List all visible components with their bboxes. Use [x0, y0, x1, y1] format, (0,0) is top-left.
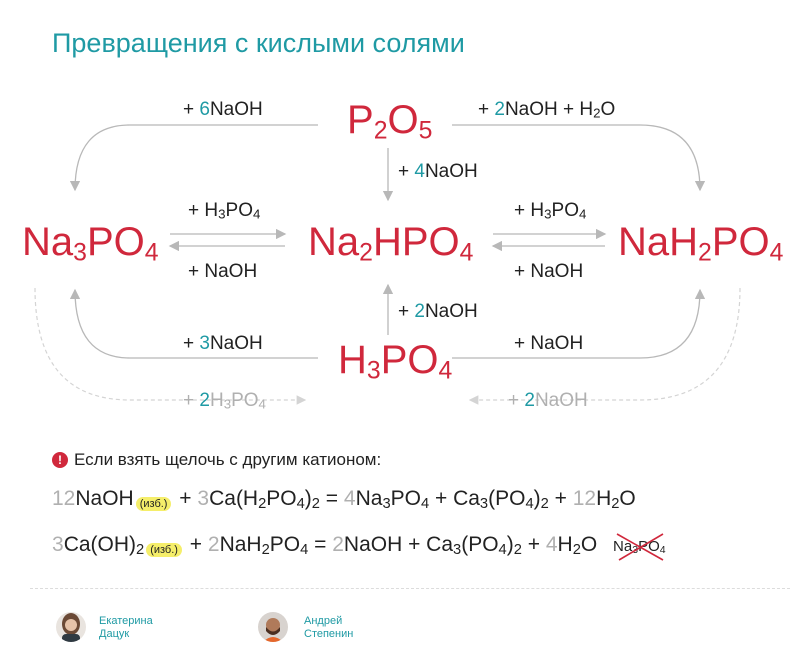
reagent-nah2po4-na3po4: + 2NaOH: [508, 391, 588, 410]
avatar: [258, 612, 288, 642]
coefficient: 2: [199, 390, 210, 411]
arrow-p2o5-nah2po4: [452, 125, 700, 190]
compound-h3po4: H3PO4: [338, 340, 452, 384]
author-first-name: Андрей: [304, 615, 353, 628]
compound-p2o5: P2O5: [347, 100, 432, 144]
subscript: 5: [419, 117, 433, 144]
author-avatar-2: [258, 612, 288, 642]
subscript: 2: [359, 239, 373, 266]
avatar-portrait: [56, 612, 86, 642]
coefficient: 2: [414, 301, 425, 322]
author-1: Екатерина Дацук: [99, 615, 153, 641]
coefficient: 3: [199, 333, 210, 354]
reagent-text: + H: [188, 200, 218, 221]
avatar: [56, 612, 86, 642]
coefficient: 2: [524, 390, 535, 411]
cross-out-mark: [611, 532, 675, 564]
compound-text: PO: [381, 338, 439, 382]
subscript: 4: [253, 207, 260, 222]
reagent-text: NaOH: [210, 99, 263, 120]
subscript: 4: [579, 207, 586, 222]
subscript: 4: [770, 239, 784, 266]
equation-1: 12NaOH(изб.) + 3Ca(H2PO4)2 = 4Na3PO4 + C…: [52, 487, 636, 512]
reagent-h3po4-nah2po4: + NaOH: [514, 334, 583, 353]
arrow-p2o5-na3po4: [75, 125, 318, 190]
compound-text: NaH: [618, 220, 698, 264]
reagent-text: NaOH: [425, 301, 478, 322]
equation-2: 3Ca(OH)2(изб.) + 2NaH2PO4 = 2NaOH + Ca3(…: [52, 533, 666, 558]
reagent-nah2po4-na2hpo4: + NaOH: [514, 262, 583, 281]
compound-text: HPO: [373, 220, 460, 264]
note-text: Если взять щелочь с другим катионом:: [74, 450, 381, 469]
author-avatar-1: [56, 612, 86, 642]
reagent-text: PO: [231, 390, 258, 411]
coefficient: 4: [414, 161, 425, 182]
compound-na2hpo4: Na2HPO4: [308, 222, 473, 266]
subscript: 4: [259, 397, 266, 412]
subscript: 4: [460, 239, 474, 266]
compound-na3po4: Na3PO4: [22, 222, 159, 266]
subscript: 3: [73, 239, 87, 266]
footer-divider: [30, 588, 790, 589]
reagent-text: NaOH: [210, 333, 263, 354]
reagent-text: O: [601, 99, 616, 120]
subscript: 3: [367, 357, 381, 384]
plus-sign: +: [183, 333, 199, 354]
reagent-na2hpo4-na3po4: + NaOH: [188, 262, 257, 281]
plus-sign: +: [508, 390, 524, 411]
subscript: 4: [145, 239, 159, 266]
subscript: 2: [593, 106, 600, 121]
coefficient: 2: [494, 99, 505, 120]
subscript: 2: [698, 239, 712, 266]
reagent-h3po4-na2hpo4: + 2NaOH: [398, 302, 478, 321]
reagent-p2o5-na2hpo4: + 4NaOH: [398, 162, 478, 181]
compound-text: H: [338, 338, 367, 382]
subscript: 2: [374, 117, 388, 144]
compound-text: Na: [22, 220, 73, 264]
reagent-text: NaOH: [535, 390, 588, 411]
excess-badge: (изб.): [146, 543, 182, 557]
crossed-out-product: Na3PO4: [613, 538, 666, 556]
reagent-text: NaOH: [425, 161, 478, 182]
reagent-p2o5-na3po4: + 6NaOH: [183, 100, 263, 119]
reagent-na2hpo4-nah2po4: + H3PO4: [514, 201, 586, 221]
avatar-portrait: [258, 612, 288, 642]
reagent-h3po4-na3po4: + 3NaOH: [183, 334, 263, 353]
compound-text: Na: [308, 220, 359, 264]
exclamation-icon: !: [52, 452, 68, 468]
compound-nah2po4: NaH2PO4: [618, 222, 783, 266]
reagent-text: NaOH + H: [505, 99, 593, 120]
reagent-text: + H: [514, 200, 544, 221]
reagent-na3po4-nah2po4: + 2H3PO4: [183, 391, 266, 411]
excess-badge: (изб.): [136, 497, 172, 511]
reagent-text: H: [210, 390, 224, 411]
plus-sign: +: [183, 390, 199, 411]
compound-text: P: [347, 98, 374, 142]
reagent-na3po4-na2hpo4: + H3PO4: [188, 201, 260, 221]
subscript: 4: [438, 357, 452, 384]
plus-sign: +: [478, 99, 494, 120]
plus-sign: +: [183, 99, 199, 120]
subscript: 3: [544, 207, 551, 222]
author-last-name: Степенин: [304, 628, 353, 641]
compound-text: PO: [712, 220, 770, 264]
compound-text: O: [387, 98, 418, 142]
reagent-text: PO: [552, 200, 579, 221]
author-first-name: Екатерина: [99, 615, 153, 628]
coefficient: 6: [199, 99, 210, 120]
subscript: 3: [224, 397, 231, 412]
author-last-name: Дацук: [99, 628, 153, 641]
subscript: 3: [218, 207, 225, 222]
author-2: Андрей Степенин: [304, 615, 353, 641]
compound-text: PO: [87, 220, 145, 264]
note: ! Если взять щелочь с другим катионом:: [52, 450, 381, 470]
plus-sign: +: [398, 161, 414, 182]
plus-sign: +: [398, 301, 414, 322]
reagent-p2o5-nah2po4: + 2NaOH + H2O: [478, 100, 615, 120]
reagent-text: PO: [226, 200, 253, 221]
